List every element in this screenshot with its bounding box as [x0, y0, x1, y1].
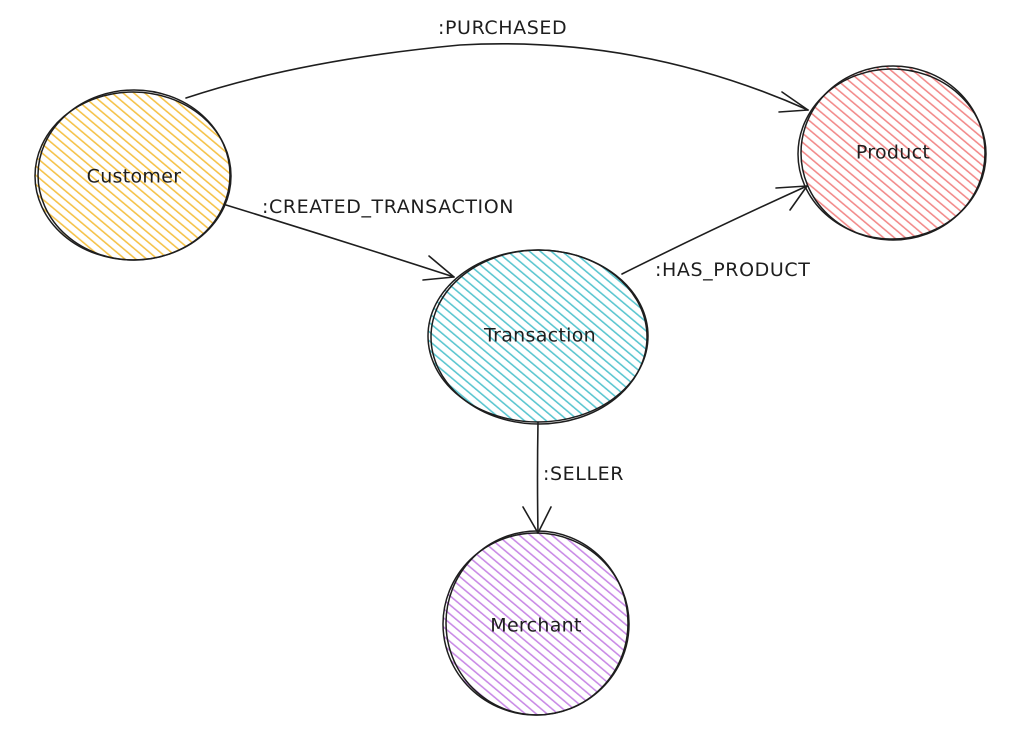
node-transaction-outline-sketch — [430, 249, 648, 425]
node-merchant-fill — [443, 533, 629, 715]
node-transaction-label: Transaction — [483, 325, 596, 347]
node-transaction-fill — [428, 250, 648, 422]
node-merchant: Merchant — [442, 530, 630, 716]
edge-created-transaction-label: :CREATED_TRANSACTION — [262, 196, 514, 218]
edge-purchased: :PURCHASED — [185, 17, 809, 113]
node-product-outline — [800, 65, 986, 241]
edge-purchased-label: :PURCHASED — [438, 17, 567, 39]
edge-has-product-arrowhead — [775, 185, 808, 211]
node-merchant-label: Merchant — [490, 615, 582, 637]
edge-seller: :SELLER — [522, 421, 624, 534]
node-customer: Customer — [34, 89, 232, 261]
node-product-label: Product — [856, 142, 930, 164]
edge-purchased-arrowhead — [778, 91, 809, 113]
node-product-fill — [801, 66, 985, 240]
edge-has-product-line — [621, 185, 808, 275]
edge-purchased-line — [185, 43, 809, 111]
node-merchant-outline-sketch — [445, 530, 629, 716]
node-customer-fill — [35, 92, 231, 260]
node-product: Product — [797, 65, 987, 241]
node-product-outline-sketch — [797, 68, 987, 240]
node-customer-label: Customer — [87, 166, 182, 188]
edge-seller-label: :SELLER — [543, 463, 624, 485]
node-transaction: Transaction — [427, 249, 649, 425]
edge-created-transaction: :CREATED_TRANSACTION — [225, 196, 514, 281]
edge-has-product: :HAS_PRODUCT — [621, 185, 810, 281]
edge-created-transaction-arrowhead — [422, 255, 455, 281]
edge-created-transaction-line — [225, 204, 455, 278]
edge-has-product-label: :HAS_PRODUCT — [655, 259, 810, 281]
edge-seller-line — [536, 421, 539, 534]
node-customer-outline-sketch — [37, 89, 231, 261]
